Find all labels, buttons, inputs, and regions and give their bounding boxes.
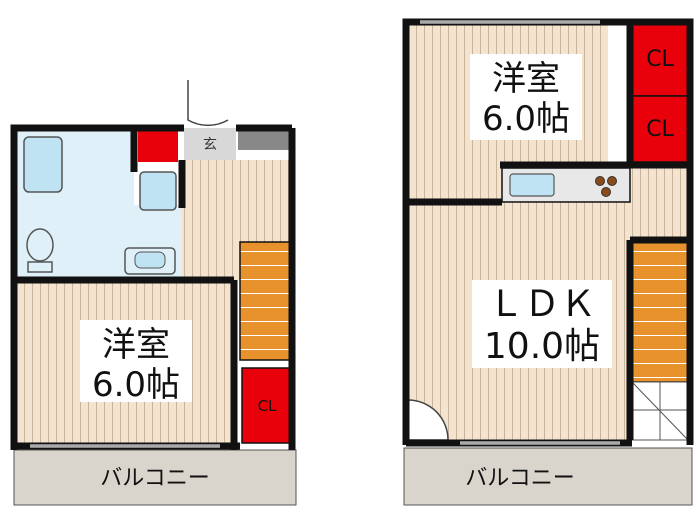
floor2-closet-top — [631, 23, 689, 97]
floor2-room-name: 洋室 — [492, 59, 560, 99]
floor2-balcony — [403, 447, 693, 506]
ldk-name: ＬＤＫ — [488, 284, 596, 325]
ldk-label-bg — [472, 280, 612, 368]
floor2-room-size: 6.0帖 — [482, 99, 570, 139]
floor2-room-label-bg — [470, 54, 582, 140]
floor1-balcony — [13, 449, 297, 506]
floor1-room-label-bg — [80, 320, 192, 402]
shoe-box — [238, 128, 292, 150]
kitchen-sink — [509, 173, 555, 197]
floor1-closet — [241, 367, 293, 444]
floor2-balcony-label: バルコニー — [465, 466, 575, 491]
bathtub — [23, 136, 63, 193]
floor1-small-closet — [138, 130, 178, 162]
front-door-swing-icon — [187, 80, 229, 127]
floor1-entrance — [184, 128, 236, 160]
floor2-closet-bottom-label: CL — [646, 117, 674, 142]
toilet-tank — [27, 261, 53, 273]
floor1-plan: バルコニー 玄 CL 洋室 6.0帖 — [10, 80, 297, 506]
ldk-size: 10.0帖 — [484, 326, 600, 367]
floor2-ldk-floor-right — [630, 165, 688, 240]
floor2-plan: バルコニー CL CL 洋室 6.0帖 ＬＤＫ 10.0帖 — [402, 18, 694, 506]
washbasin — [139, 171, 177, 211]
floor2-stairs — [631, 239, 689, 383]
floor1-stairs — [239, 241, 293, 361]
floor1-room-size: 6.0帖 — [92, 365, 180, 405]
floor1-closet-label: CL — [258, 397, 277, 415]
floor1-balcony-label: バルコニー — [100, 466, 210, 491]
washing-machine-drum — [134, 251, 166, 269]
stove-icon — [595, 176, 617, 197]
floor1-room-name: 洋室 — [102, 325, 170, 365]
floor2-stair-turn — [631, 381, 689, 441]
entrance-label: 玄 — [203, 136, 217, 153]
toilet — [26, 228, 54, 262]
floor2-closet-top-label: CL — [646, 47, 674, 72]
